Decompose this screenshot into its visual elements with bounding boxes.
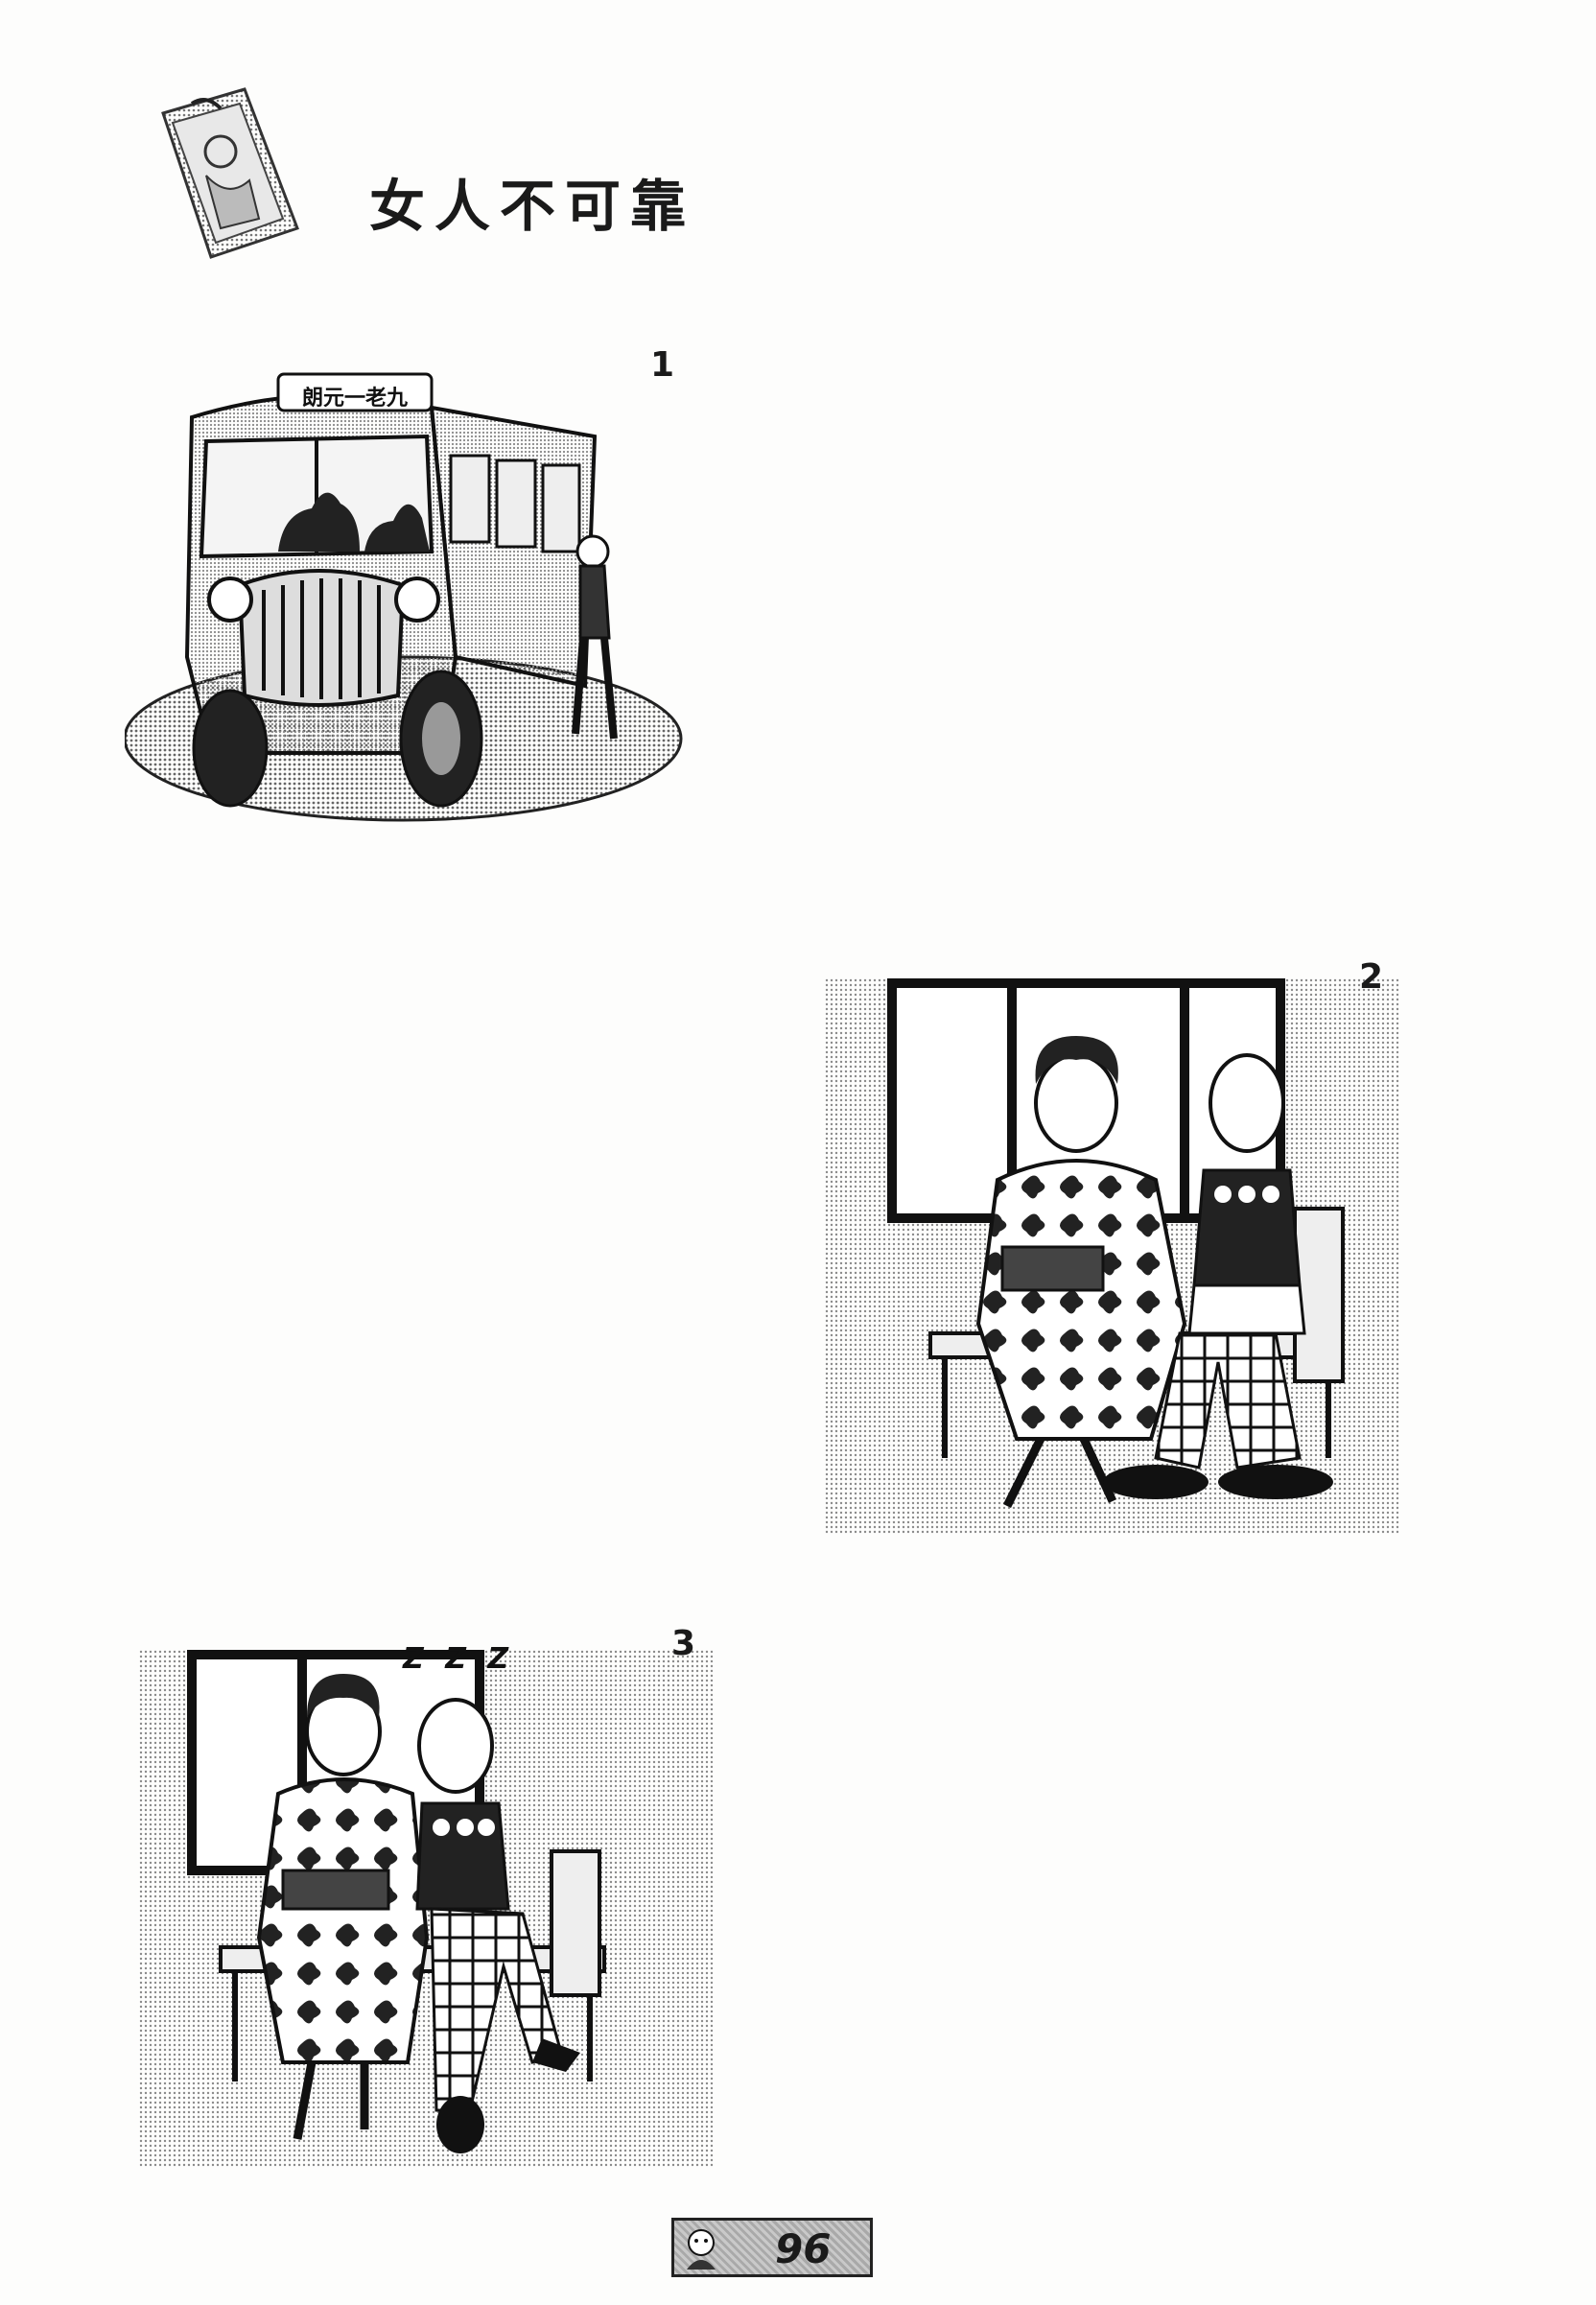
page-title: 女人不可靠 — [369, 174, 696, 239]
panel-2: 2 — [825, 957, 1400, 1535]
sleep-z-text: Z Z Z — [403, 1642, 515, 1676]
page-number: 96 — [775, 2225, 832, 2272]
panel-2-number: 2 — [1359, 957, 1384, 997]
panel-1-number: 1 — [650, 345, 675, 385]
character-face-icon — [679, 2223, 723, 2271]
panel-3-number: 3 — [671, 1624, 696, 1663]
panel-1: 1 朗元一老九 — [125, 345, 700, 835]
panel-3: 3 Z Z Z — [139, 1624, 715, 2168]
page-number-badge: 96 — [671, 2218, 873, 2277]
photo-card-icon — [153, 84, 317, 267]
bus-sign-text: 朗元一老九 — [301, 387, 408, 411]
